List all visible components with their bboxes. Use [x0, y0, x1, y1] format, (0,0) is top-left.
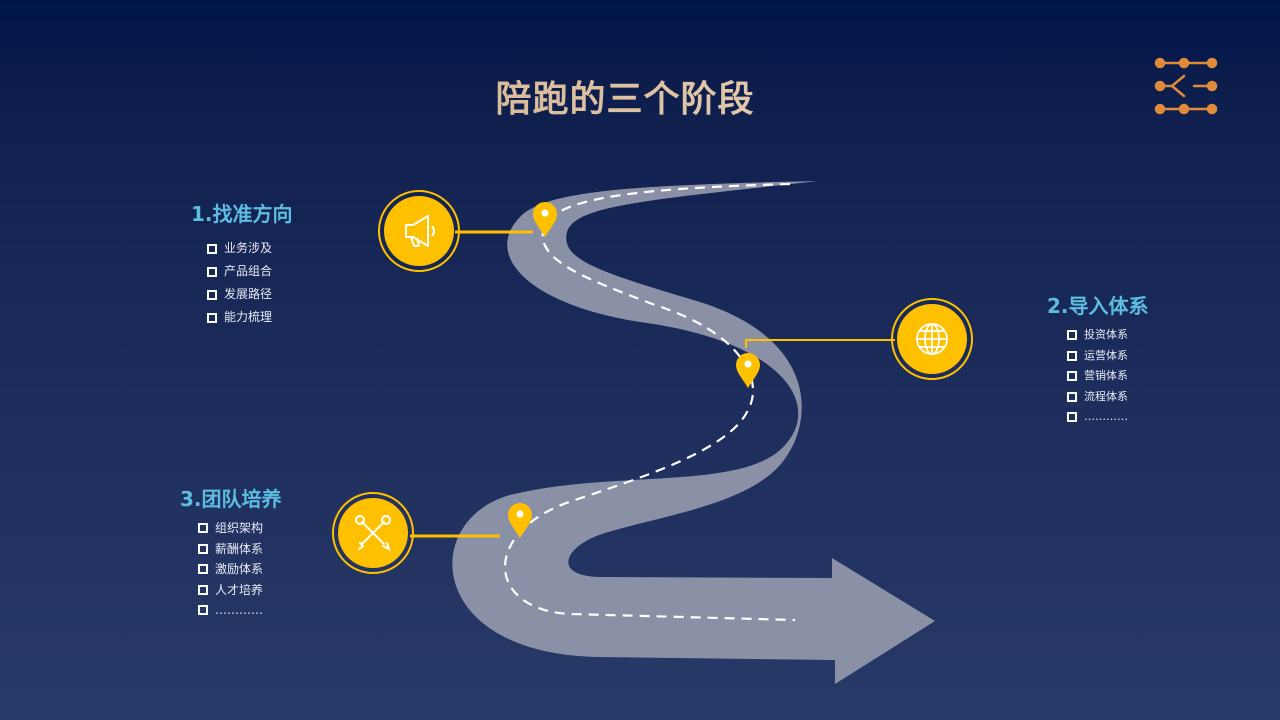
top-band: [0, 0, 1280, 64]
page-title: 陪跑的三个阶段: [0, 70, 1250, 122]
list-item: 组织架构: [198, 518, 282, 539]
list-item: 薪酬体系: [198, 539, 282, 560]
list-item: 业务涉及: [207, 237, 293, 260]
location-pin-icon: [736, 353, 760, 388]
globe-icon: [916, 323, 948, 355]
road: [452, 181, 935, 684]
stage-3-section: 3.团队培养 组织架构 薪酬体系 激励体系 人才培养 …………: [180, 483, 282, 621]
stage-1-list: 业务涉及 产品组合 发展路径 能力梳理: [207, 237, 293, 329]
checkbox-square-icon: [1067, 350, 1077, 361]
list-item: …………: [198, 600, 282, 621]
list-item: 发展路径: [207, 283, 293, 306]
checkbox-square-icon: [207, 243, 217, 254]
checkbox-square-icon: [1067, 391, 1077, 402]
checkbox-square-icon: [207, 312, 217, 323]
stage-3-badge: [332, 492, 414, 574]
list-item: 人才培养: [198, 580, 282, 601]
checkbox-square-icon: [207, 266, 217, 277]
checkbox-square-icon: [1067, 330, 1077, 341]
connector-line-2: [745, 339, 895, 348]
checkbox-square-icon: [198, 564, 208, 575]
checkbox-square-icon: [207, 289, 217, 300]
list-item: 产品组合: [207, 260, 293, 283]
list-item: 营销体系: [1067, 366, 1149, 387]
node-network-icon: [1154, 57, 1218, 115]
list-item: 能力梳理: [207, 306, 293, 329]
stage-2-badge: [891, 298, 973, 380]
checkbox-square-icon: [198, 605, 208, 616]
stage-1-title: 1.找准方向: [191, 202, 293, 226]
checkbox-square-icon: [198, 543, 208, 554]
checkbox-square-icon: [1067, 371, 1077, 382]
megaphone-icon: [405, 215, 435, 247]
tools-icon: [355, 515, 391, 551]
stage-3-title: 3.团队培养: [180, 487, 282, 511]
location-pin-icon: [508, 503, 532, 538]
checkbox-square-icon: [198, 523, 208, 534]
list-item: …………: [1067, 407, 1149, 428]
stage-2-title: 2.导入体系: [1047, 294, 1149, 318]
list-item: 投资体系: [1067, 325, 1149, 346]
list-item: 流程体系: [1067, 387, 1149, 408]
checkbox-square-icon: [198, 584, 208, 595]
checkbox-square-icon: [1067, 412, 1077, 423]
stage-3-list: 组织架构 薪酬体系 激励体系 人才培养 …………: [198, 518, 282, 621]
stage-1-section: 1.找准方向 业务涉及 产品组合 发展路径 能力梳理: [191, 198, 293, 329]
stage-2-section: 2.导入体系 投资体系 运营体系 营销体系 流程体系 …………: [1047, 290, 1149, 428]
list-item: 运营体系: [1067, 346, 1149, 367]
list-item: 激励体系: [198, 559, 282, 580]
location-pin-icon: [533, 202, 557, 237]
stage-2-list: 投资体系 运营体系 营销体系 流程体系 …………: [1067, 325, 1149, 428]
stage-1-badge: [378, 190, 460, 272]
